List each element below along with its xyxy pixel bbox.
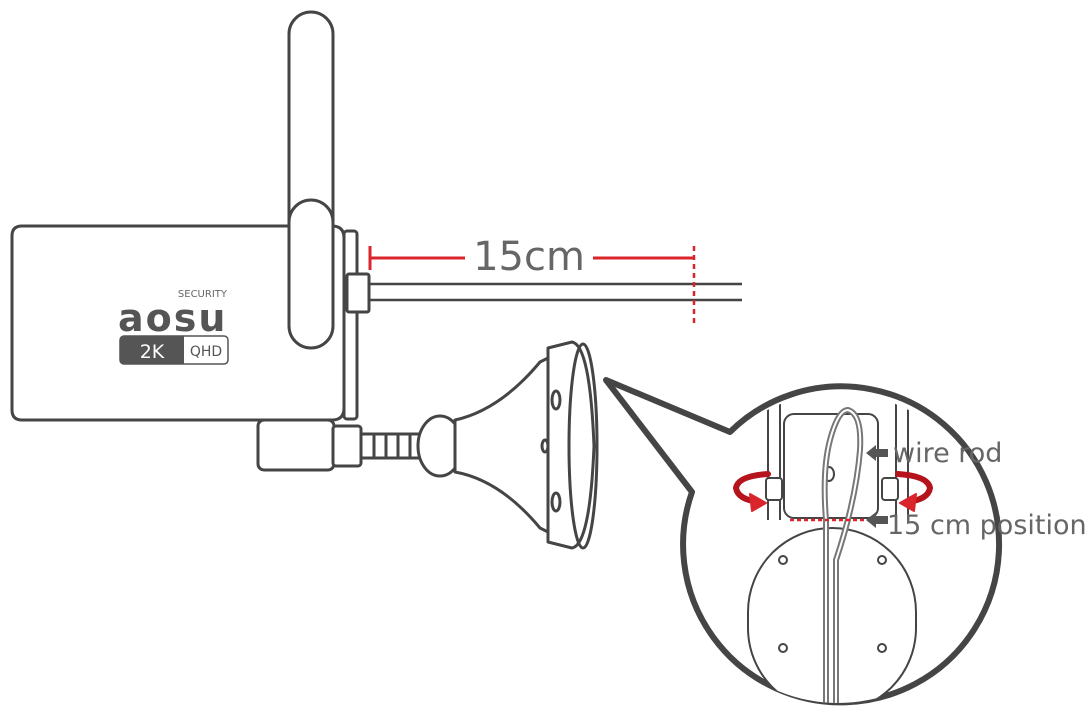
mount-bracket — [256, 340, 599, 550]
zoom-detail — [747, 400, 917, 703]
pointer-arrow-icon — [866, 445, 888, 528]
badge-quality: QHD — [190, 344, 222, 360]
rear-cap — [342, 229, 359, 421]
antenna-front — [287, 198, 335, 350]
badge-resolution: 2K — [140, 341, 165, 363]
resolution-badge: 2K QHD — [119, 335, 229, 365]
detail-wall-plate — [747, 527, 917, 703]
wire-rod-label: wire rod — [893, 438, 1002, 469]
cable-gland — [345, 272, 371, 314]
bracket-shaft — [331, 424, 363, 468]
measurement-indicator — [368, 246, 696, 326]
cable — [369, 282, 742, 302]
brand-tagline: SECURITY — [178, 289, 228, 300]
base-plate — [546, 340, 596, 550]
bracket-elbow — [256, 418, 336, 472]
rotate-clockwise-arrow-icon — [895, 471, 934, 512]
position-label: 15 cm position — [887, 510, 1087, 541]
distance-label: 15cm — [473, 234, 585, 280]
rotate-counterclockwise-arrow-icon — [732, 471, 771, 512]
brand-logo: aosu — [118, 296, 227, 340]
